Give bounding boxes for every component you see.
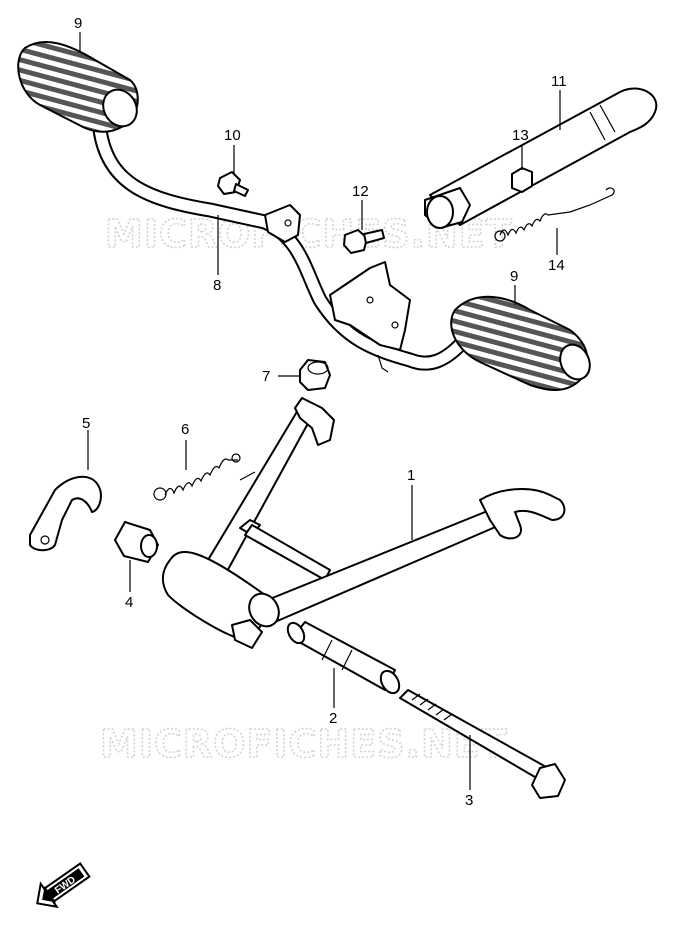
callout-14: 14 xyxy=(548,257,565,274)
callout-6: 6 xyxy=(181,421,189,438)
watermark-bottom: MICROFICHES.NET xyxy=(100,722,508,766)
main-stand-part-1 xyxy=(162,397,566,649)
callout-7: 7 xyxy=(262,368,270,385)
fwd-arrow-icon: FWD xyxy=(36,862,91,909)
bolt-part-3 xyxy=(399,689,566,799)
plate-part-5 xyxy=(29,475,102,552)
callout-1: 1 xyxy=(407,467,415,484)
bolt-part-10 xyxy=(217,171,249,197)
callout-13: 13 xyxy=(512,127,529,144)
callout-11: 11 xyxy=(551,73,567,90)
nut-part-13 xyxy=(511,167,533,193)
callout-3: 3 xyxy=(465,792,473,809)
callout-9-right: 9 xyxy=(510,268,518,285)
leader-lines xyxy=(79,32,561,790)
stopper-part-7 xyxy=(299,359,331,391)
collar-part-4 xyxy=(114,521,159,563)
spring-part-14 xyxy=(494,187,615,242)
footrest-rubber-part-9-left xyxy=(17,41,139,133)
callout-8: 8 xyxy=(213,277,221,294)
footrest-rubber-part-9-right xyxy=(450,295,591,391)
callout-9-top: 9 xyxy=(74,15,82,32)
footrest-bar-part-8 xyxy=(92,122,468,373)
callout-4: 4 xyxy=(125,594,133,611)
callout-10: 10 xyxy=(224,127,241,144)
callouts: 9 10 11 13 12 14 8 9 7 6 5 1 4 2 3 xyxy=(74,15,567,809)
callout-12: 12 xyxy=(352,183,369,200)
bolt-part-12 xyxy=(343,229,385,254)
spring-part-6 xyxy=(153,453,241,501)
shaft-part-2 xyxy=(286,621,401,695)
callout-5: 5 xyxy=(82,415,90,432)
footrest-shaft-part-11 xyxy=(424,87,658,229)
callout-2: 2 xyxy=(329,710,337,727)
